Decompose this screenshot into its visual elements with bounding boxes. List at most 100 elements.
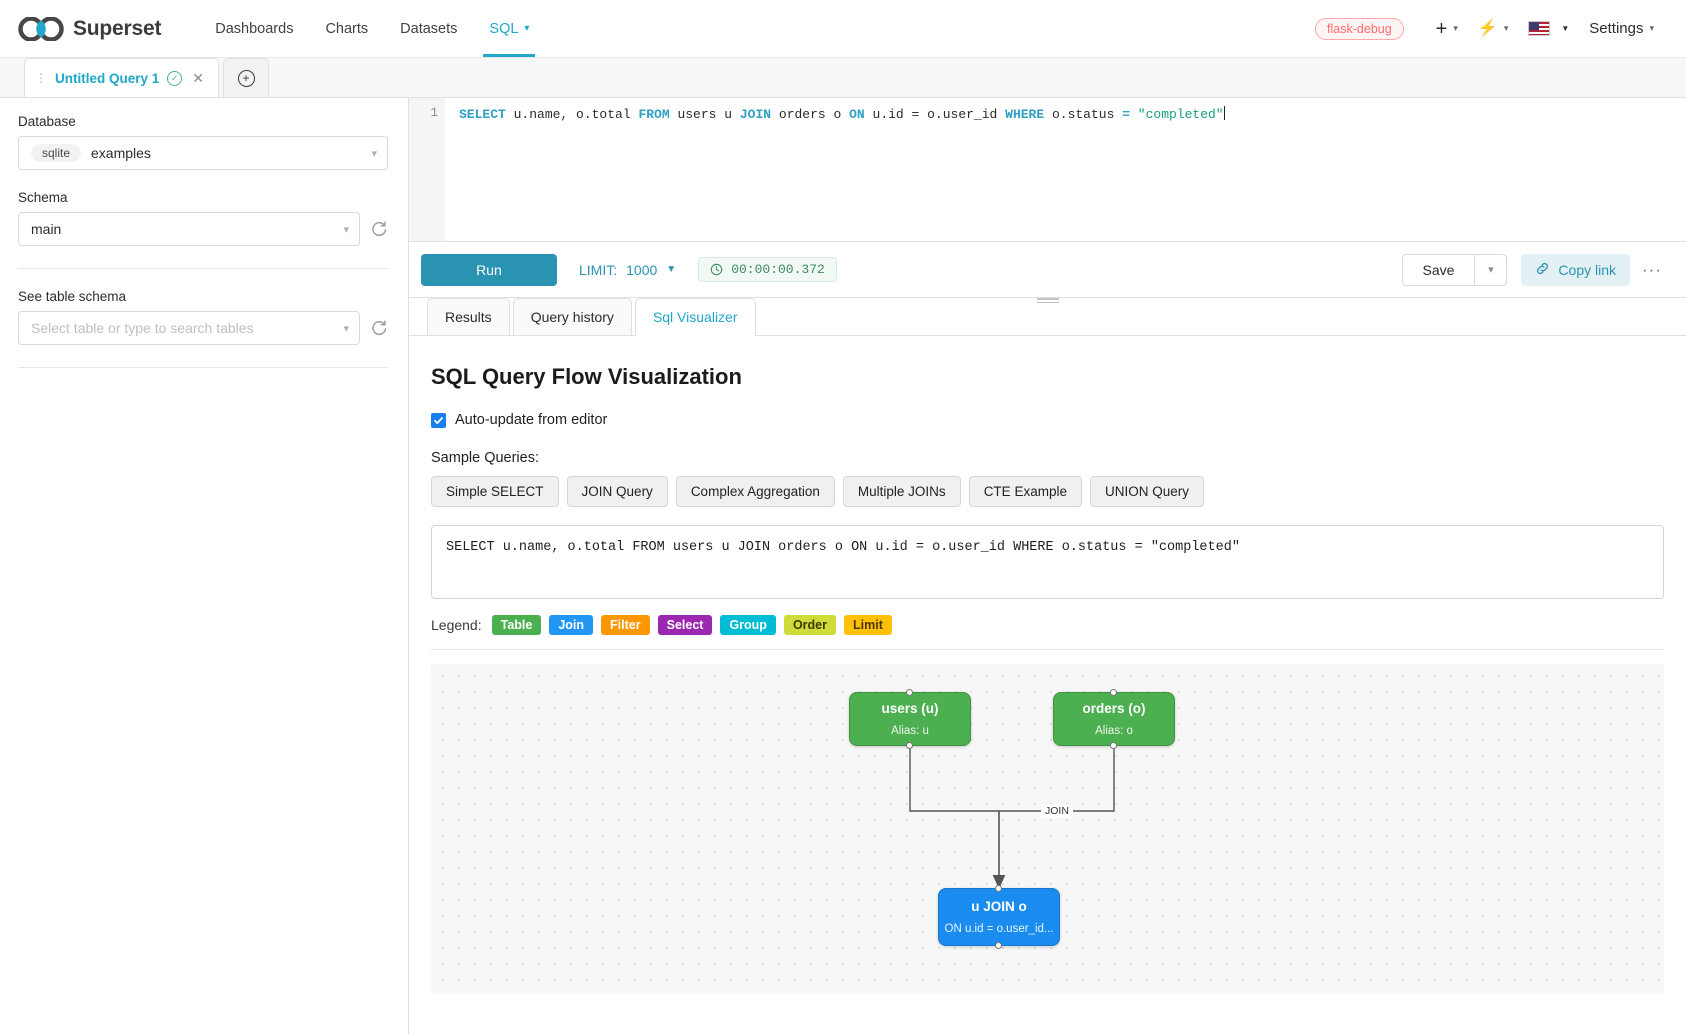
chevron-down-icon: ▾ — [1503, 23, 1509, 33]
sql-input-textarea[interactable] — [431, 525, 1664, 599]
node-subtitle: Alias: o — [1095, 724, 1133, 737]
node-title: u JOIN o — [971, 899, 1027, 915]
token-where-col: o.status — [1044, 107, 1123, 122]
sample-button-multiple-joins[interactable]: Multiple JOINs — [842, 476, 961, 507]
save-dropdown-button[interactable]: ▾ — [1475, 253, 1508, 286]
toolbar-right-actions: Save ▾ Copy link ··· — [1401, 253, 1663, 286]
result-tab-bar: Results Query history Sql Visualizer — [409, 298, 1686, 336]
sample-button-simple-select[interactable]: Simple SELECT — [431, 476, 559, 507]
tab-label: Query history — [530, 309, 614, 325]
nav-link-dashboards[interactable]: Dashboards — [199, 0, 309, 57]
token-from: FROM — [638, 107, 670, 122]
database-label: Database — [18, 114, 76, 129]
chevron-down-icon: ▾ — [1453, 23, 1458, 33]
right-editor-panel: 1 SELECT u.name, o.total FROM users u JO… — [409, 98, 1686, 1034]
timer-value: 00:00:00.372 — [731, 262, 825, 277]
sql-editor[interactable]: 1 SELECT u.name, o.total FROM users u JO… — [409, 98, 1686, 242]
sample-button-complex-aggregation[interactable]: Complex Aggregation — [675, 476, 835, 507]
auto-update-label: Auto-update from editor — [455, 412, 608, 428]
table-select[interactable]: Select table or type to search tables ▾ — [18, 311, 360, 345]
flow-node-orders[interactable]: orders (o) Alias: o — [1053, 689, 1175, 749]
nav-link-label: SQL — [489, 20, 519, 37]
legend-divider — [431, 649, 1664, 650]
node-title: orders (o) — [1082, 701, 1146, 717]
more-options-button[interactable]: ··· — [1642, 259, 1662, 279]
nav-link-label: Datasets — [400, 20, 458, 37]
save-button[interactable]: Save — [1401, 253, 1476, 286]
edge-label-join: JOIN — [1041, 804, 1073, 818]
editor-code-area[interactable]: SELECT u.name, o.total FROM users u JOIN… — [445, 98, 1686, 241]
panel-resize-handle[interactable] — [1036, 296, 1059, 304]
panel-divider — [18, 268, 388, 269]
sample-queries-label: Sample Queries: — [431, 450, 539, 466]
schema-label: Schema — [18, 190, 68, 205]
schema-select[interactable]: main ▾ — [18, 212, 360, 246]
database-select[interactable]: sqlite examples ▾ — [18, 136, 388, 170]
token-equals: = — [1122, 107, 1138, 122]
limit-dropdown[interactable]: LIMIT: 1000 ▼ — [579, 262, 676, 278]
token-columns: u.name, o.total — [505, 107, 639, 122]
node-title: users (u) — [881, 701, 939, 717]
refresh-schema-icon[interactable] — [370, 220, 388, 238]
sample-button-join-query[interactable]: JOIN Query — [566, 476, 668, 507]
language-picker[interactable]: ▼ — [1518, 21, 1579, 36]
refresh-tables-icon[interactable] — [370, 319, 388, 337]
query-tab-untitled-query-1[interactable]: ⋮ Untitled Query 1 ✓ ✕ — [24, 58, 220, 97]
nav-link-label: Dashboards — [215, 20, 294, 37]
sample-button-union-query[interactable]: UNION Query — [1089, 476, 1204, 507]
database-value: examples — [91, 145, 151, 161]
brand-logo-group[interactable]: Superset — [18, 15, 162, 42]
sample-button-cte-example[interactable]: CTE Example — [968, 476, 1082, 507]
node-subtitle: ON u.id = o.user_id... — [944, 922, 1054, 935]
node-handle-bottom[interactable] — [994, 942, 1002, 949]
editor-code-line: SELECT u.name, o.total FROM users u JOIN… — [459, 106, 1686, 123]
flow-node-join[interactable]: u JOIN o ON u.id = o.user_id... — [938, 885, 1060, 949]
caret-down-icon: ▼ — [1561, 24, 1570, 33]
top-navbar: Superset Dashboards Charts Datasets SQL … — [0, 0, 1686, 58]
close-icon[interactable]: ✕ — [192, 69, 205, 86]
legend-chip-order: Order — [783, 615, 836, 635]
flow-node-users[interactable]: users (u) Alias: u — [849, 689, 971, 749]
left-query-panel: Database sqlite examples ▾ Schema main ▾… — [0, 98, 409, 1034]
tab-sql-visualizer[interactable]: Sql Visualizer — [634, 298, 756, 336]
table-placeholder: Select table or type to search tables — [31, 320, 254, 336]
brand-name: Superset — [73, 16, 162, 40]
nav-link-datasets[interactable]: Datasets — [384, 0, 473, 57]
copy-link-label: Copy link — [1558, 261, 1617, 278]
flow-edges — [909, 746, 1115, 890]
auto-update-checkbox[interactable] — [431, 412, 446, 428]
quick-actions-button[interactable]: ⚡ ▾ — [1468, 20, 1518, 37]
flask-debug-badge: flask-debug — [1315, 17, 1404, 40]
node-handle-top[interactable] — [1109, 689, 1117, 696]
legend-label: Legend: — [431, 617, 482, 633]
nav-links: Dashboards Charts Datasets SQL ▾ — [199, 0, 545, 57]
add-query-tab-button[interactable]: + — [223, 58, 270, 97]
nav-link-sql[interactable]: SQL ▾ — [473, 0, 545, 57]
superset-logo-icon — [18, 15, 64, 42]
nav-link-label: Charts — [325, 20, 369, 37]
nav-link-charts[interactable]: Charts — [309, 0, 384, 57]
legend-chip-select: Select — [657, 615, 713, 635]
node-handle-bottom[interactable] — [905, 742, 913, 749]
copy-link-button[interactable]: Copy link — [1521, 253, 1631, 286]
settings-menu[interactable]: Settings ▾ — [1579, 20, 1664, 37]
table-schema-label: See table schema — [18, 289, 127, 304]
node-handle-top[interactable] — [905, 689, 913, 696]
flow-canvas[interactable]: JOIN users (u) Alias: u orders (o) Alias… — [431, 664, 1664, 994]
circle-plus-icon: + — [237, 69, 255, 87]
save-group: Save ▾ — [1401, 253, 1508, 286]
node-handle-bottom[interactable] — [1109, 742, 1117, 749]
run-button[interactable]: Run — [421, 253, 557, 286]
tab-query-history[interactable]: Query history — [512, 298, 632, 335]
editor-toolbar: Run LIMIT: 1000 ▼ 00:00:00.372 Save ▾ — [409, 242, 1686, 303]
node-handle-top[interactable] — [994, 885, 1002, 892]
main-layout: Database sqlite examples ▾ Schema main ▾… — [0, 98, 1686, 1034]
visualizer-content: SQL Query Flow Visualization Auto-update… — [409, 364, 1686, 994]
new-item-button[interactable]: + ▾ — [1426, 19, 1468, 39]
schema-row: main ▾ — [18, 212, 388, 246]
chevron-down-icon: ▾ — [343, 322, 349, 335]
tab-results[interactable]: Results — [427, 298, 510, 335]
line-number: 1 — [430, 106, 438, 120]
sample-query-buttons: Simple SELECT JOIN Query Complex Aggrega… — [431, 476, 1664, 507]
legend-chip-group: Group — [720, 615, 776, 635]
